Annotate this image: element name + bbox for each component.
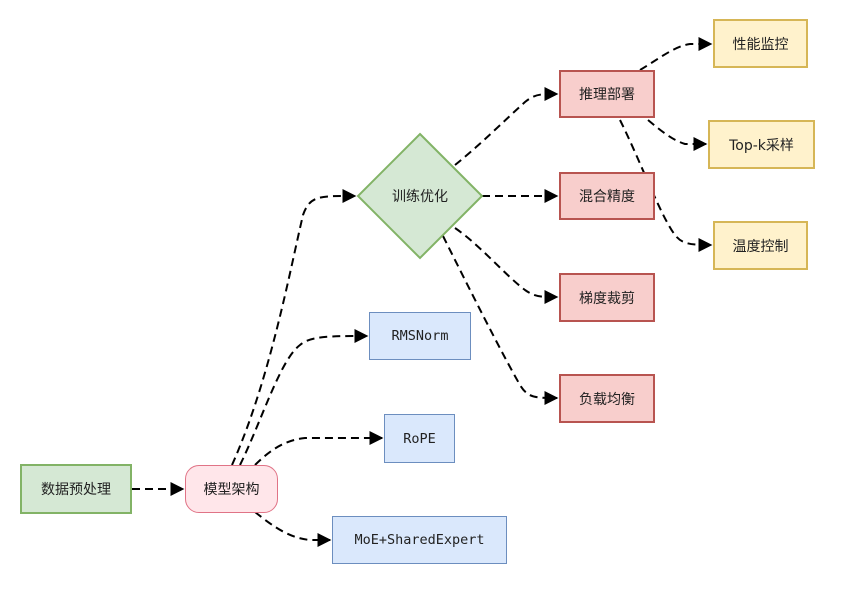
rmsnorm-node[interactable]: RMSNorm xyxy=(369,312,471,360)
edge-model-to-moe xyxy=(254,511,332,547)
edge-train-to-gradclip xyxy=(454,227,559,304)
moe-node[interactable]: MoE+SharedExpert xyxy=(332,516,507,564)
data-preprocess-label: 数据预处理 xyxy=(41,482,111,498)
perf-monitor-node[interactable]: 性能监控 xyxy=(713,19,808,68)
topk-sampling-node[interactable]: Top-k采样 xyxy=(708,120,815,169)
load-balance-node[interactable]: 负载均衡 xyxy=(559,374,655,423)
mixed-precision-node[interactable]: 混合精度 xyxy=(559,172,655,220)
edge-model-to-rmsnorm xyxy=(239,329,369,466)
rmsnorm-label: RMSNorm xyxy=(391,328,449,344)
edge-train-to-loadbal xyxy=(442,235,559,405)
model-arch-node[interactable]: 模型架构 xyxy=(185,465,278,513)
edge-model-to-rope xyxy=(254,431,384,466)
grad-clip-label: 梯度裁剪 xyxy=(579,290,635,307)
grad-clip-node[interactable]: 梯度裁剪 xyxy=(559,273,655,322)
edge-train-to-deploy xyxy=(454,87,559,166)
inference-deploy-label: 推理部署 xyxy=(579,87,635,103)
edge-deploy-to-temp xyxy=(619,119,713,252)
perf-monitor-label: 性能监控 xyxy=(732,36,789,53)
mixed-precision-label: 混合精度 xyxy=(579,189,635,205)
rope-label: RoPE xyxy=(403,430,436,447)
model-arch-label: 模型架构 xyxy=(203,482,260,498)
topk-sampling-label: Top-k采样 xyxy=(729,137,794,154)
moe-label: MoE+SharedExpert xyxy=(354,532,485,548)
train-opt-label: 训练优化 xyxy=(392,189,448,205)
inference-deploy-node[interactable]: 推理部署 xyxy=(559,70,655,118)
data-preprocess-node[interactable]: 数据预处理 xyxy=(20,464,132,514)
edge-deploy-to-topk xyxy=(647,119,708,151)
temp-control-node[interactable]: 温度控制 xyxy=(713,221,808,270)
edge-deploy-to-perf xyxy=(639,37,713,71)
load-balance-label: 负载均衡 xyxy=(579,391,635,408)
edge-model-to-train xyxy=(231,188,357,466)
temp-control-label: 温度控制 xyxy=(732,238,789,255)
rope-node[interactable]: RoPE xyxy=(384,414,455,463)
train-opt-diamond[interactable] xyxy=(356,132,484,260)
